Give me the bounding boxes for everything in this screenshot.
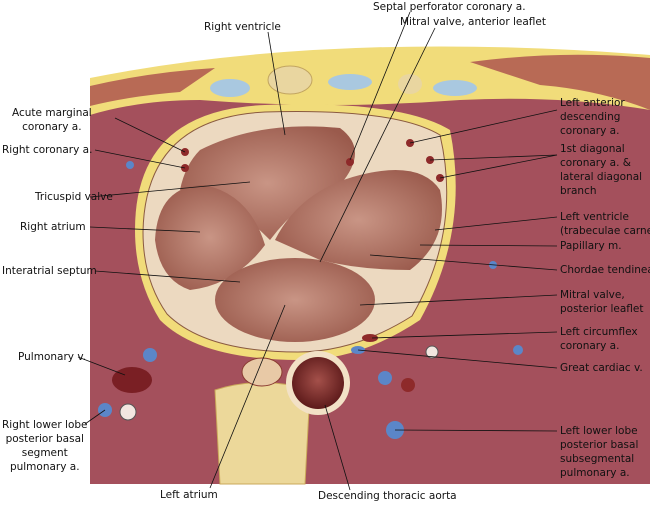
- label-mitral-posterior: Mitral valve, posterior leaflet: [560, 288, 643, 316]
- label-right-coronary: Right coronary a.: [2, 144, 93, 156]
- label-line: posterior basal: [5, 433, 84, 445]
- label-septal-perforator: Septal perforator coronary a.: [373, 1, 526, 13]
- label-line: posterior basal: [560, 439, 639, 451]
- rib-cartilage: [433, 80, 477, 96]
- label-line: 1st diagonal: [560, 143, 625, 155]
- label-line: posterior leaflet: [560, 303, 644, 315]
- label-left-lower-lobe: Left lower lobe posterior basal subsegme…: [560, 424, 638, 480]
- rib-cartilage: [328, 74, 372, 90]
- label-line: (trabeculae carneae): [560, 225, 650, 237]
- label-lad: Left anterior descending coronary a.: [560, 96, 625, 138]
- label-line: Mitral valve,: [560, 289, 625, 301]
- label-line: Left ventricle: [560, 211, 629, 223]
- label-line: coronary a.: [560, 340, 620, 352]
- label-line: pulmonary a.: [560, 467, 630, 479]
- label-great-cardiac: Great cardiac v.: [560, 362, 643, 374]
- label-interatrial-septum: Interatrial septum: [2, 265, 97, 277]
- chest-muscle: [90, 68, 215, 106]
- label-line: coronary a.: [22, 121, 82, 133]
- label-line: descending: [560, 111, 621, 123]
- label-line: pulmonary a.: [9, 461, 80, 473]
- label-chordae: Chordae tendineae: [560, 264, 650, 276]
- label-tricuspid: Tricuspid valve: [35, 191, 113, 203]
- label-left-ventricle: Left ventricle (trabeculae carneae): [560, 210, 650, 238]
- sternum: [267, 65, 313, 95]
- left-atrium: [215, 258, 375, 342]
- esophagus: [241, 357, 283, 387]
- label-line: branch: [560, 185, 597, 197]
- label-line: segment: [21, 447, 68, 459]
- rib-cartilage: [398, 74, 422, 94]
- label-acute-marginal: Acute marginal coronary a.: [12, 106, 92, 134]
- label-line: Right lower lobe: [2, 419, 88, 431]
- label-mitral-anterior: Mitral valve, anterior leaflet: [400, 16, 546, 28]
- label-right-ventricle: Right ventricle: [204, 21, 281, 33]
- label-line: lateral diagonal: [560, 171, 643, 183]
- vertebra: [214, 382, 311, 485]
- label-line: coronary a.: [560, 125, 620, 137]
- label-descending-aorta: Descending thoracic aorta: [318, 490, 457, 502]
- label-left-atrium: Left atrium: [160, 489, 218, 501]
- rib-cartilage: [210, 79, 250, 97]
- label-diagonal: 1st diagonal coronary a. & lateral diago…: [560, 142, 642, 198]
- right-atrium: [155, 185, 265, 290]
- label-line: Left lower lobe: [560, 425, 638, 437]
- label-line: Left circumflex: [560, 326, 638, 338]
- label-line: subsegmental: [560, 453, 635, 465]
- chest-muscle: [470, 54, 650, 110]
- label-pulmonary-v: Pulmonary v.: [18, 351, 87, 363]
- label-circumflex: Left circumflex coronary a.: [560, 325, 638, 353]
- label-papillary: Papillary m.: [560, 240, 622, 252]
- label-line: Acute marginal: [12, 107, 92, 119]
- aorta-lumen: [292, 357, 344, 409]
- left-ventricle: [275, 170, 442, 270]
- label-right-atrium: Right atrium: [20, 221, 86, 233]
- leader-lines: [77, 11, 558, 491]
- label-right-lower-lobe: Right lower lobe posterior basal segment…: [2, 418, 88, 474]
- right-ventricle: [180, 126, 355, 240]
- label-line: coronary a. &: [560, 157, 631, 169]
- label-line: Left anterior: [560, 97, 625, 109]
